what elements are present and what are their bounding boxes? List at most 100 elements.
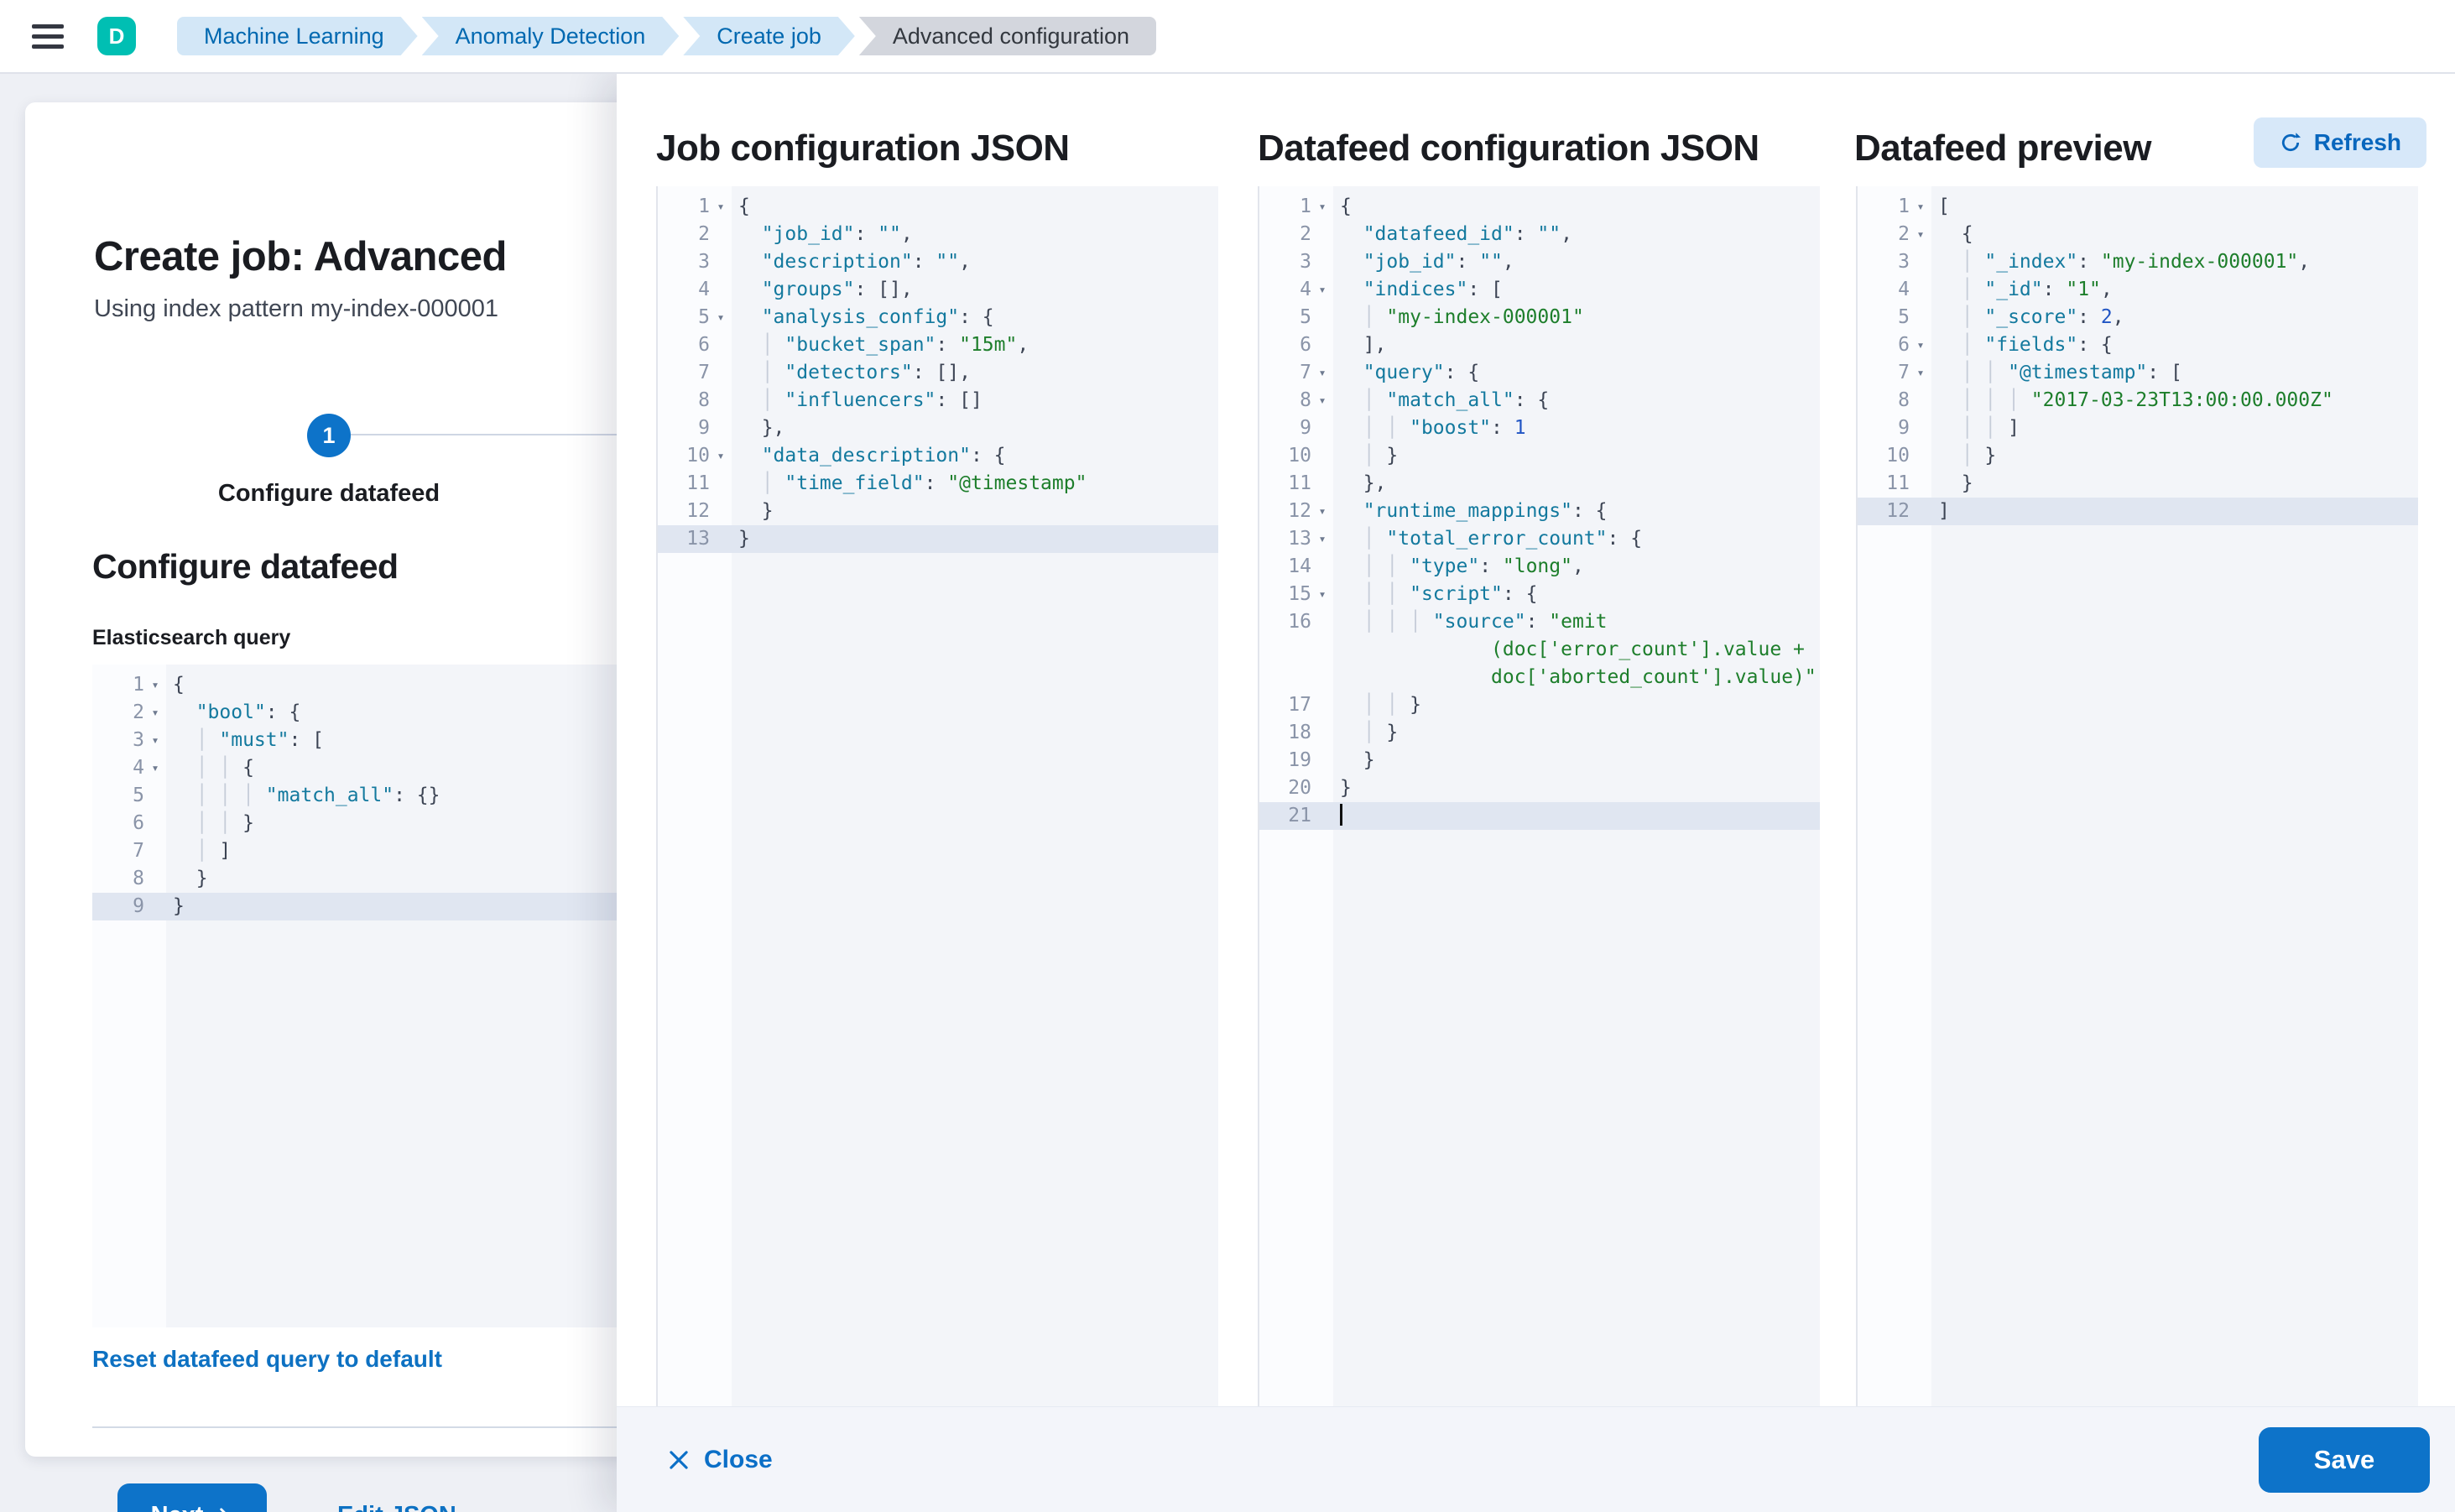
code-line[interactable]: 9 │ │ ]	[1858, 414, 2418, 442]
breadcrumb-item-machine-learning[interactable]: Machine Learning	[177, 17, 418, 55]
step-1-indicator[interactable]: 1	[307, 414, 351, 457]
code-line[interactable]: 1▾{	[1259, 193, 1820, 221]
code-line[interactable]: 3 │ "_index": "my-index-000001",	[1858, 248, 2418, 276]
code-line[interactable]: 11 │ "time_field": "@timestamp"	[658, 470, 1218, 498]
code-line[interactable]: 8 │ "influencers": []	[658, 387, 1218, 414]
code-line[interactable]: 13}	[658, 525, 1218, 553]
code-line[interactable]: 2▾ "bool": {	[92, 699, 644, 727]
breadcrumb-item-anomaly-detection[interactable]: Anomaly Detection	[422, 17, 680, 55]
code-line[interactable]: 18 │ }	[1259, 719, 1820, 747]
edit-json-link[interactable]: Edit JSON	[337, 1502, 456, 1512]
code-line[interactable]: 17 │ │ }	[1259, 691, 1820, 719]
fold-toggle-icon[interactable]: ▾	[1916, 365, 1925, 380]
line-number: 14	[1259, 553, 1333, 581]
code-line[interactable]: 3 "job_id": "",	[1259, 248, 1820, 276]
fold-toggle-icon[interactable]: ▾	[717, 448, 725, 463]
line-number: 9	[658, 414, 732, 442]
code-line[interactable]: 2 "datafeed_id": "",	[1259, 221, 1820, 248]
refresh-button[interactable]: Refresh	[2253, 117, 2426, 168]
fold-toggle-icon[interactable]: ▾	[151, 733, 159, 748]
next-button[interactable]: Next	[117, 1483, 267, 1512]
code-line[interactable]: 8▾ │ "match_all": {	[1259, 387, 1820, 414]
code-line[interactable]: 12]	[1858, 498, 2418, 525]
avatar[interactable]: D	[97, 17, 136, 55]
save-button[interactable]: Save	[2259, 1427, 2430, 1493]
close-button[interactable]: Close	[667, 1446, 773, 1474]
code-line[interactable]: 21	[1259, 802, 1820, 830]
code-line[interactable]: 19 }	[1259, 747, 1820, 774]
fold-toggle-icon[interactable]: ▾	[1318, 282, 1327, 297]
next-button-label: Next	[151, 1502, 204, 1512]
fold-spacer	[1311, 691, 1333, 719]
code-line[interactable]: 6▾ │ "fields": {	[1858, 331, 2418, 359]
code-line[interactable]: 4 "groups": [],	[658, 276, 1218, 304]
code-line[interactable]: 9}	[92, 893, 644, 920]
line-number: 13▾	[1259, 525, 1333, 553]
code-line[interactable]: 11 }	[1858, 470, 2418, 498]
code-line[interactable]: 3▾ │ "must": [	[92, 727, 644, 754]
fold-toggle-icon[interactable]: ▾	[1318, 365, 1327, 380]
code-line[interactable]: 10▾ "data_description": {	[658, 442, 1218, 470]
code-line[interactable]: 20}	[1259, 774, 1820, 802]
code-line[interactable]: 12 }	[658, 498, 1218, 525]
code-line[interactable]: 7 │ "detectors": [],	[658, 359, 1218, 387]
fold-toggle-icon[interactable]: ▾	[717, 199, 725, 214]
code-line[interactable]: 11 },	[1259, 470, 1820, 498]
datafeed-configuration-json-editor[interactable]: 1▾{2 "datafeed_id": "",3 "job_id": "",4▾…	[1258, 186, 1820, 1406]
code-line[interactable]: 1▾[	[1858, 193, 2418, 221]
code-line[interactable]: 8 }	[92, 865, 644, 893]
fold-toggle-icon[interactable]: ▾	[1318, 587, 1327, 602]
code-line[interactable]: 1▾{	[658, 193, 1218, 221]
code-line[interactable]: 4 │ "_id": "1",	[1858, 276, 2418, 304]
code-line[interactable]: 5 │ "_score": 2,	[1858, 304, 2418, 331]
breadcrumb-item-create-job[interactable]: Create job	[683, 17, 855, 55]
code-line[interactable]: 10 │ }	[1858, 442, 2418, 470]
line-number: 4	[1858, 276, 1931, 304]
code-line[interactable]: 4▾ "indices": [	[1259, 276, 1820, 304]
code-line[interactable]: 2 "job_id": "",	[658, 221, 1218, 248]
fold-toggle-icon[interactable]: ▾	[1916, 227, 1925, 242]
code-line[interactable]: 1▾{	[92, 671, 644, 699]
code-line[interactable]: 5▾ "analysis_config": {	[658, 304, 1218, 331]
fold-toggle-icon[interactable]: ▾	[1318, 199, 1327, 214]
code-line[interactable]: 7▾ │ │ "@timestamp": [	[1858, 359, 2418, 387]
code-line[interactable]: 6 │ │ }	[92, 810, 644, 837]
code-line[interactable]: (doc['error_count'].value +	[1259, 636, 1820, 664]
fold-toggle-icon[interactable]: ▾	[1916, 337, 1925, 352]
code-line[interactable]: 9 },	[658, 414, 1218, 442]
code-line[interactable]: 13▾ │ "total_error_count": {	[1259, 525, 1820, 553]
code-line[interactable]: 16 │ │ │ "source": "emit	[1259, 608, 1820, 636]
job-configuration-json-editor[interactable]: 1▾{2 "job_id": "",3 "description": "",4 …	[656, 186, 1218, 1406]
code-line[interactable]: 3 "description": "",	[658, 248, 1218, 276]
elasticsearch-query-editor[interactable]: 1▾{2▾ "bool": {3▾ │ "must": [4▾ │ │ {5 │…	[92, 665, 644, 1327]
fold-toggle-icon[interactable]: ▾	[1318, 503, 1327, 519]
fold-toggle-icon[interactable]: ▾	[717, 310, 725, 325]
code-line[interactable]: 8 │ │ │ "2017-03-23T13:00:00.000Z"	[1858, 387, 2418, 414]
fold-toggle-icon[interactable]: ▾	[151, 677, 159, 692]
code-line[interactable]: 12▾ "runtime_mappings": {	[1259, 498, 1820, 525]
code-line[interactable]: 9 │ │ "boost": 1	[1259, 414, 1820, 442]
menu-icon[interactable]	[32, 18, 64, 55]
fold-toggle-icon[interactable]: ▾	[1318, 393, 1327, 408]
datafeed-preview-editor[interactable]: 1▾[2▾ {3 │ "_index": "my-index-000001",4…	[1856, 186, 2418, 1406]
code-line[interactable]: 14 │ │ "type": "long",	[1259, 553, 1820, 581]
code-line[interactable]: 4▾ │ │ {	[92, 754, 644, 782]
code-line[interactable]: 5 │ "my-index-000001"	[1259, 304, 1820, 331]
code-line[interactable]: 10 │ }	[1259, 442, 1820, 470]
code-line[interactable]: 2▾ {	[1858, 221, 2418, 248]
fold-toggle-icon[interactable]: ▾	[151, 705, 159, 720]
code-line[interactable]: 7▾ "query": {	[1259, 359, 1820, 387]
code-line[interactable]: doc['aborted_count'].value)"	[1259, 664, 1820, 691]
line-number: 11	[1259, 470, 1333, 498]
code-line[interactable]: 7 │ ]	[92, 837, 644, 865]
fold-spacer	[1311, 719, 1333, 747]
fold-spacer	[1311, 331, 1333, 359]
fold-toggle-icon[interactable]: ▾	[1318, 531, 1327, 546]
code-line[interactable]: 15▾ │ │ "script": {	[1259, 581, 1820, 608]
code-line[interactable]: 6 ],	[1259, 331, 1820, 359]
fold-toggle-icon[interactable]: ▾	[1916, 199, 1925, 214]
code-line[interactable]: 6 │ "bucket_span": "15m",	[658, 331, 1218, 359]
reset-datafeed-query-link[interactable]: Reset datafeed query to default	[92, 1346, 442, 1372]
fold-toggle-icon[interactable]: ▾	[151, 760, 159, 775]
code-line[interactable]: 5 │ │ │ "match_all": {}	[92, 782, 644, 810]
